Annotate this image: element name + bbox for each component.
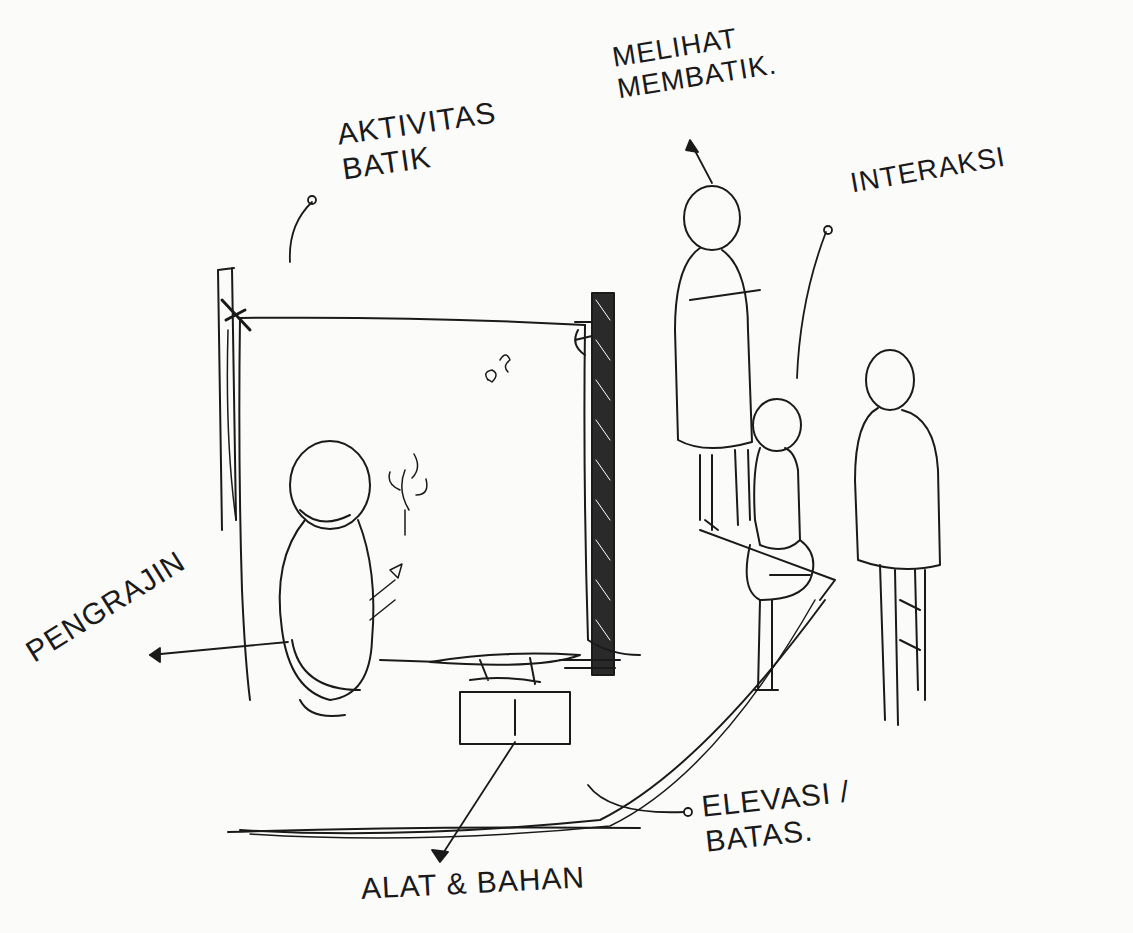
visitor-figure bbox=[747, 399, 814, 690]
annotation-label: AKTIVITAS BATIK bbox=[335, 93, 523, 186]
stove-tools bbox=[380, 654, 580, 744]
annotation-label: PENGRAJIN bbox=[20, 518, 233, 669]
right-pole bbox=[560, 293, 620, 675]
batik-cloth bbox=[239, 318, 640, 700]
annotation-label: ELEVASI / BATAS. bbox=[700, 770, 896, 858]
annotation-label: MELIHAT MEMBATIK. bbox=[610, 4, 857, 105]
visitor-figure bbox=[675, 186, 760, 530]
annotation-label: ALAT & BAHAN bbox=[360, 857, 651, 907]
left-pole bbox=[218, 268, 250, 530]
artisan-figure bbox=[280, 441, 395, 716]
visitor-figure bbox=[855, 350, 940, 725]
leader-lines bbox=[150, 140, 832, 862]
annotation-label: INTERAKSI bbox=[848, 132, 1060, 200]
